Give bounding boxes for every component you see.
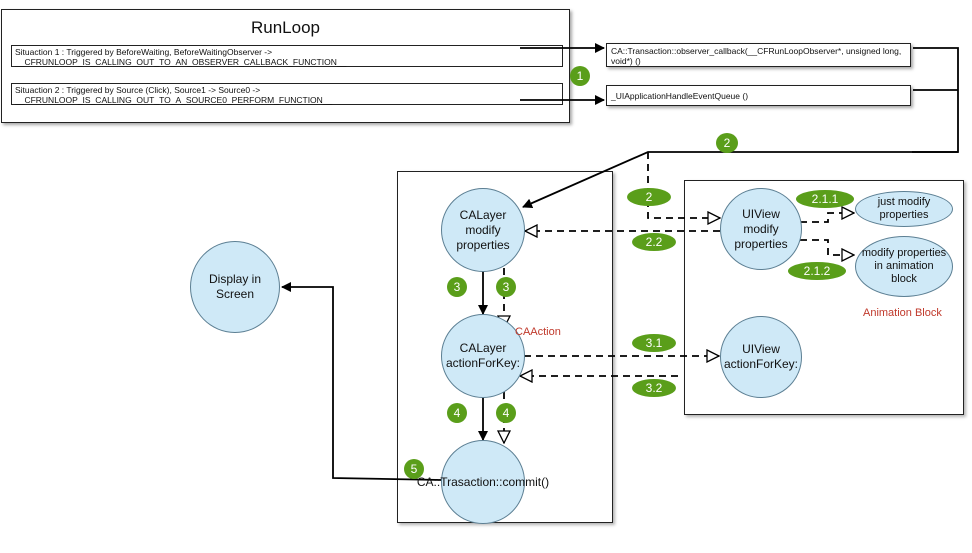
situation-1-box: Situaction 1 : Triggered by BeforeWaitin…: [11, 45, 563, 67]
edge-callback-bracket: [912, 47, 959, 153]
badge-5: 5: [404, 459, 424, 479]
runloop-box: RunLoop Situaction 1 : Triggered by Befo…: [1, 9, 570, 123]
badge-1: 1: [570, 66, 590, 86]
badge-3-1: 3.1: [632, 334, 676, 352]
observer-callback-box: CA::Transaction::observer_callback(__CFR…: [606, 43, 911, 67]
runloop-title: RunLoop: [250, 18, 320, 37]
ca-commit-node: CA::Trasaction::commit(): [417, 440, 549, 524]
badge-3-2: 3.2: [632, 379, 676, 397]
edge-2-dashed: [647, 152, 720, 218]
badge-2-2: 2.2: [632, 233, 676, 251]
badge-3-left: 3: [447, 277, 467, 297]
situation-2-box: Situaction 2 : Triggered by Source (Clic…: [11, 83, 563, 105]
badge-2-mid: 2: [627, 188, 671, 206]
edge-2-1-2-dashed: [800, 239, 854, 255]
badge-4-left: 4: [447, 403, 467, 423]
uiview-modify-node: UIView modify properties: [720, 188, 802, 270]
edge-to-display: [281, 282, 443, 481]
calayer-action-node: CALayer actionForKey:: [441, 314, 525, 398]
badge-4-right: 4: [496, 403, 516, 423]
badge-3-right: 3: [496, 277, 516, 297]
animation-block-label: Animation Block: [863, 307, 942, 319]
badge-2-1-2: 2.1.2: [788, 262, 846, 280]
display-node: Display in Screen: [190, 241, 280, 333]
badge-2-1-1: 2.1.1: [796, 190, 854, 208]
calayer-modify-node: CALayer modify properties: [441, 188, 525, 272]
badge-2-top: 2: [716, 133, 738, 153]
caaction-label: CAAction: [515, 326, 561, 338]
modify-animation-node: modify properties in animation block: [855, 236, 953, 297]
just-modify-node: just modify properties: [855, 191, 953, 227]
edge-2-1-1-dashed: [800, 213, 854, 223]
event-queue-box: _UIApplicationHandleEventQueue (): [606, 85, 911, 106]
uiview-action-node: UIView actionForKey:: [720, 316, 802, 398]
